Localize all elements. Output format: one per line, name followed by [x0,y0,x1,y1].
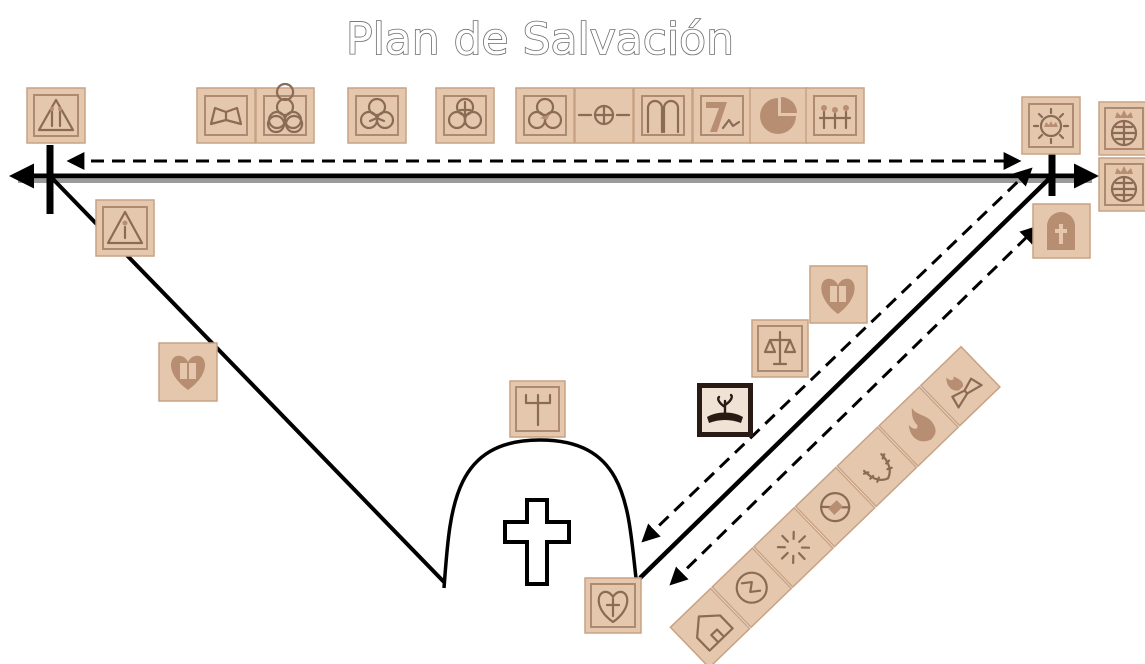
diagram-title: Plan de Salvación [346,14,734,65]
warning-couple-icon [26,87,86,144]
flame-icon [877,385,960,468]
crowned-globe-icon [1098,101,1145,156]
stone-tablets-icon [633,87,693,144]
spiral-icon [711,547,793,629]
family-icon [805,87,865,144]
crowned-globe-icon [1098,157,1145,212]
no-symbol-icon [794,466,876,548]
top-icon-row [196,82,865,144]
trefoil-cross-icon [435,87,495,144]
house-icon [669,587,751,664]
flame-book-icon [919,345,1001,427]
globe-arrows-icon [574,87,634,144]
sun-crown-icon [1021,96,1081,155]
cross-outline-icon [503,498,571,586]
wreath-icon [836,426,918,508]
heart-book-icon [158,342,218,402]
heart-cross-icon [584,577,642,634]
tombstone-cross-icon [1032,203,1091,259]
trefoil-book-icon [347,87,407,144]
scattered-people-icon [752,506,835,589]
open-book-icon [196,87,256,144]
tomb-arch [442,438,638,589]
lower-dashed-diagonal [669,225,1039,586]
heart-book-icon [809,265,868,324]
planting-icon [697,383,753,437]
crucifix-icon [509,380,566,438]
number-seven-icon [692,87,752,144]
trefoil-dove-icon [515,87,575,144]
trefoil-icon [255,82,315,144]
scales-cross-icon [751,319,809,378]
warning-person-icon [95,199,155,257]
diagonal-icon-strip [669,345,1001,664]
pie-chart-icon [749,87,809,144]
